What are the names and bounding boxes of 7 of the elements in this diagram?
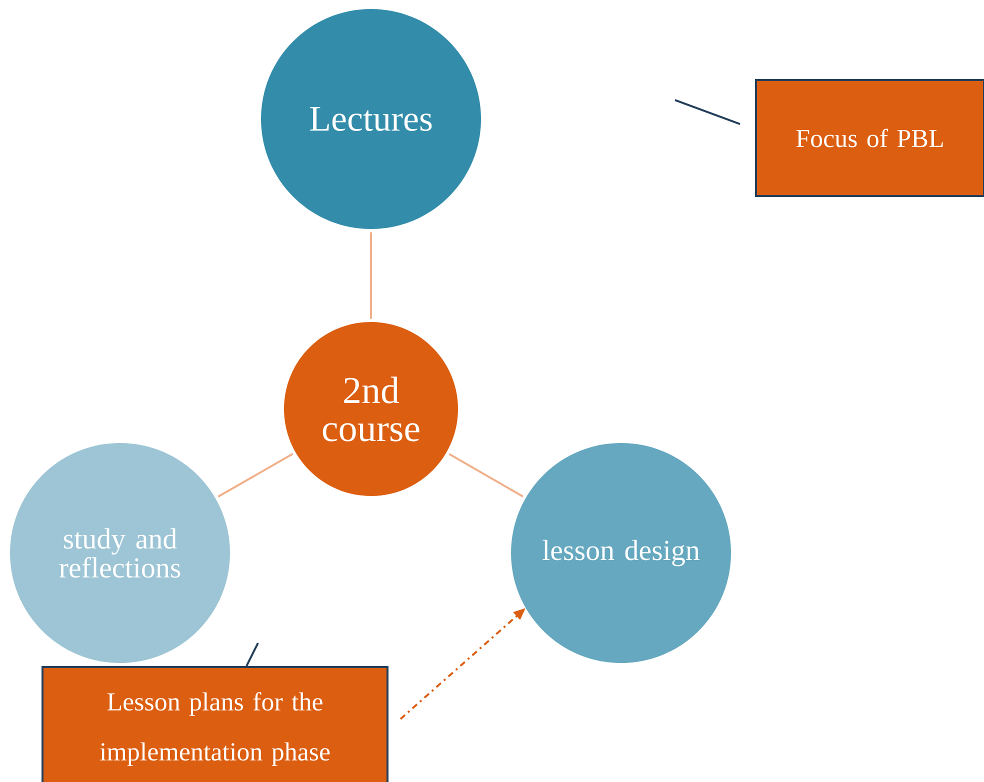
connector-line <box>448 453 524 498</box>
connector-line <box>370 232 372 319</box>
callout-box: Lesson plans for the implementation phase <box>42 666 388 782</box>
leader-line <box>674 99 740 125</box>
leader-line <box>246 642 259 666</box>
callout-box: Focus of PBL <box>755 79 984 197</box>
connector-line <box>218 453 294 498</box>
